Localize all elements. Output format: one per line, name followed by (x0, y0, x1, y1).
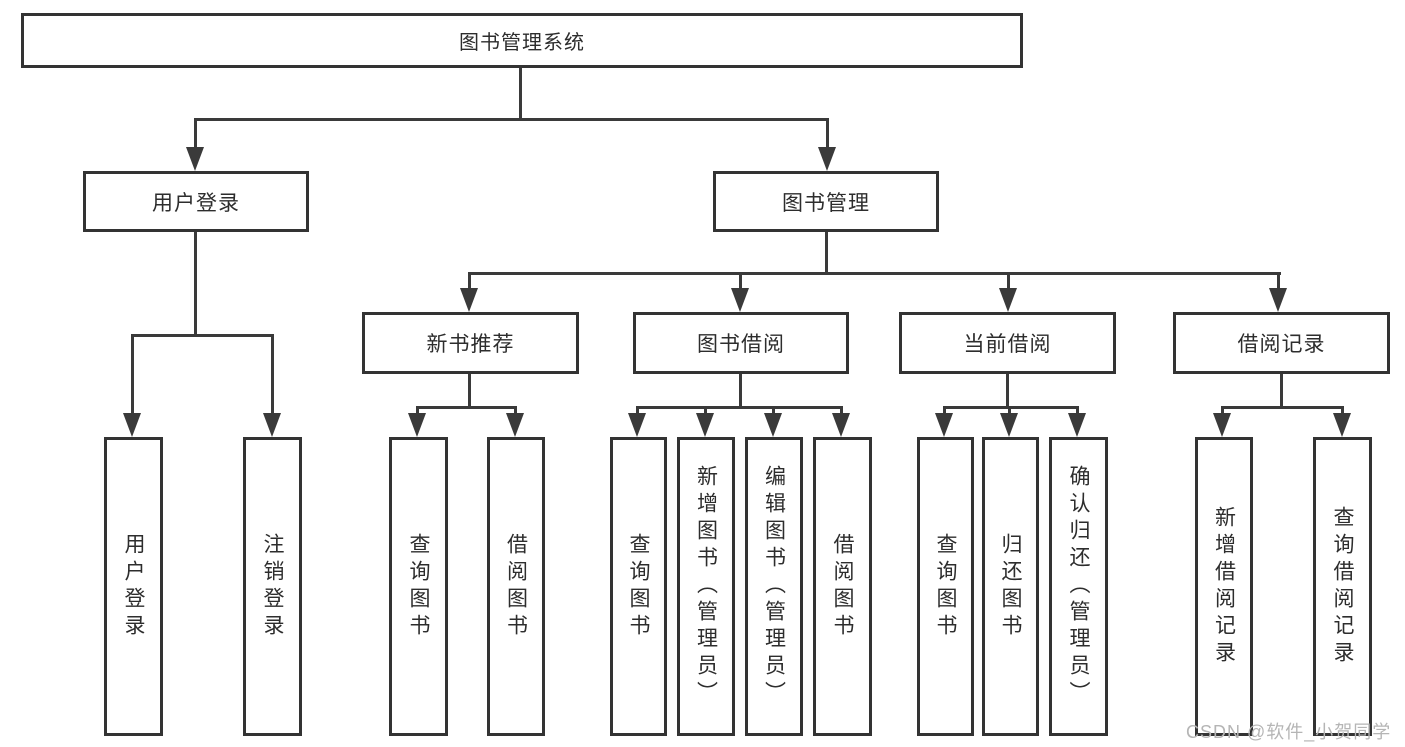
arrow-to-confirm-return (1068, 413, 1086, 437)
connector-stub (636, 406, 639, 415)
leaf-label: 查询图书 (407, 532, 430, 641)
connector-drop-login-leaf (131, 334, 134, 415)
arrow-to-borrow-books-2 (832, 413, 850, 437)
node-book-borrowing: 图书借阅 (633, 312, 849, 374)
connector-current-borrow-branch (943, 406, 1079, 409)
leaf-label: 注销登录 (261, 532, 284, 641)
leaf-label: 查询图书 (627, 532, 650, 641)
connector-stub (416, 406, 419, 415)
node-library-management-system: 图书管理系统 (21, 13, 1023, 68)
connector-user-login-stem (194, 232, 197, 337)
node-borrowing-records: 借阅记录 (1173, 312, 1390, 374)
connector-stub (1221, 406, 1224, 415)
leaf-label: 查询借阅记录 (1331, 505, 1354, 668)
leaf-query-books-2: 查询图书 (610, 437, 667, 736)
connector-stub (840, 406, 843, 415)
arrow-to-borrow-records (1269, 288, 1287, 312)
connector-book-mgmt-stem (825, 232, 828, 275)
connector-new-books-branch (416, 406, 517, 409)
leaf-label: 新增借阅记录 (1212, 505, 1236, 668)
connector-drop-borrow-records (1277, 272, 1280, 290)
leaf-label: 查询图书 (934, 532, 957, 641)
arrow-to-query-books-2 (628, 413, 646, 437)
leaf-label: 编辑图书（管理员） (762, 465, 786, 708)
connector-stub (772, 406, 775, 415)
leaf-add-borrow-record: 新增借阅记录 (1195, 437, 1253, 736)
arrow-to-new-books (460, 288, 478, 312)
connector-drop-current-borrow (1007, 272, 1010, 290)
leaf-label: 归还图书 (999, 532, 1022, 641)
node-new-book-recommend: 新书推荐 (362, 312, 579, 374)
connector-book-borrow-branch (636, 406, 843, 409)
leaf-query-books-3: 查询图书 (917, 437, 974, 736)
arrow-to-borrow-books-1 (506, 413, 524, 437)
arrow-to-query-books-3 (935, 413, 953, 437)
connector-records-branch (1221, 406, 1344, 409)
leaf-label: 新增图书（管理员） (694, 465, 718, 708)
connector-root-branch (194, 118, 829, 121)
arrow-to-query-books-1 (408, 413, 426, 437)
node-current-borrowing: 当前借阅 (899, 312, 1116, 374)
connector-stub (1341, 406, 1344, 415)
connector-book-mgmt-branch (468, 272, 1281, 275)
leaf-label: 借阅图书 (504, 532, 528, 641)
connector-user-login-branch (131, 334, 274, 337)
connector-root-stem (519, 68, 522, 120)
leaf-edit-books-admin: 编辑图书（管理员） (745, 437, 803, 736)
leaf-add-books-admin: 新增图书（管理员） (677, 437, 735, 736)
node-book-management: 图书管理 (713, 171, 939, 232)
leaf-return-books: 归还图书 (982, 437, 1039, 736)
connector-drop-user-login (194, 118, 197, 150)
arrow-to-edit-books (764, 413, 782, 437)
csdn-watermark: CSDN @软件_小贺同学 (1186, 722, 1392, 742)
arrow-to-add-books (696, 413, 714, 437)
leaf-borrow-books-2: 借阅图书 (813, 437, 872, 736)
connector-stub (514, 406, 517, 415)
connector-drop-book-mgmt (826, 118, 829, 150)
arrow-to-return-books (1000, 413, 1018, 437)
leaf-label: 用户登录 (122, 532, 145, 641)
leaf-borrow-books-1: 借阅图书 (487, 437, 545, 736)
connector-stub (704, 406, 707, 415)
leaf-user-login: 用户登录 (104, 437, 163, 736)
leaf-logout: 注销登录 (243, 437, 302, 736)
connector-drop-book-borrow (739, 272, 742, 290)
arrow-to-book-mgmt (818, 147, 836, 171)
arrow-to-login-leaf (123, 413, 141, 437)
leaf-query-borrow-record: 查询借阅记录 (1313, 437, 1372, 736)
connector-drop-new-books (468, 272, 471, 290)
connector-records-stem (1280, 374, 1283, 409)
leaf-label: 确认归还（管理员） (1067, 465, 1090, 708)
leaf-query-books-1: 查询图书 (389, 437, 448, 736)
connector-stub (943, 406, 946, 415)
connector-drop-logout-leaf (271, 334, 274, 415)
arrow-to-user-login (186, 147, 204, 171)
arrow-to-logout-leaf (263, 413, 281, 437)
arrow-to-current-borrow (999, 288, 1017, 312)
arrow-to-add-record (1213, 413, 1231, 437)
connector-stub (1008, 406, 1011, 415)
connector-book-borrow-stem (739, 374, 742, 409)
connector-stub (1076, 406, 1079, 415)
arrow-to-query-record (1333, 413, 1351, 437)
leaf-confirm-return-admin: 确认归还（管理员） (1049, 437, 1108, 736)
connector-new-books-stem (468, 374, 471, 409)
leaf-label: 借阅图书 (831, 532, 854, 641)
connector-current-borrow-stem (1006, 374, 1009, 409)
node-user-login: 用户登录 (83, 171, 309, 232)
arrow-to-book-borrow (731, 288, 749, 312)
